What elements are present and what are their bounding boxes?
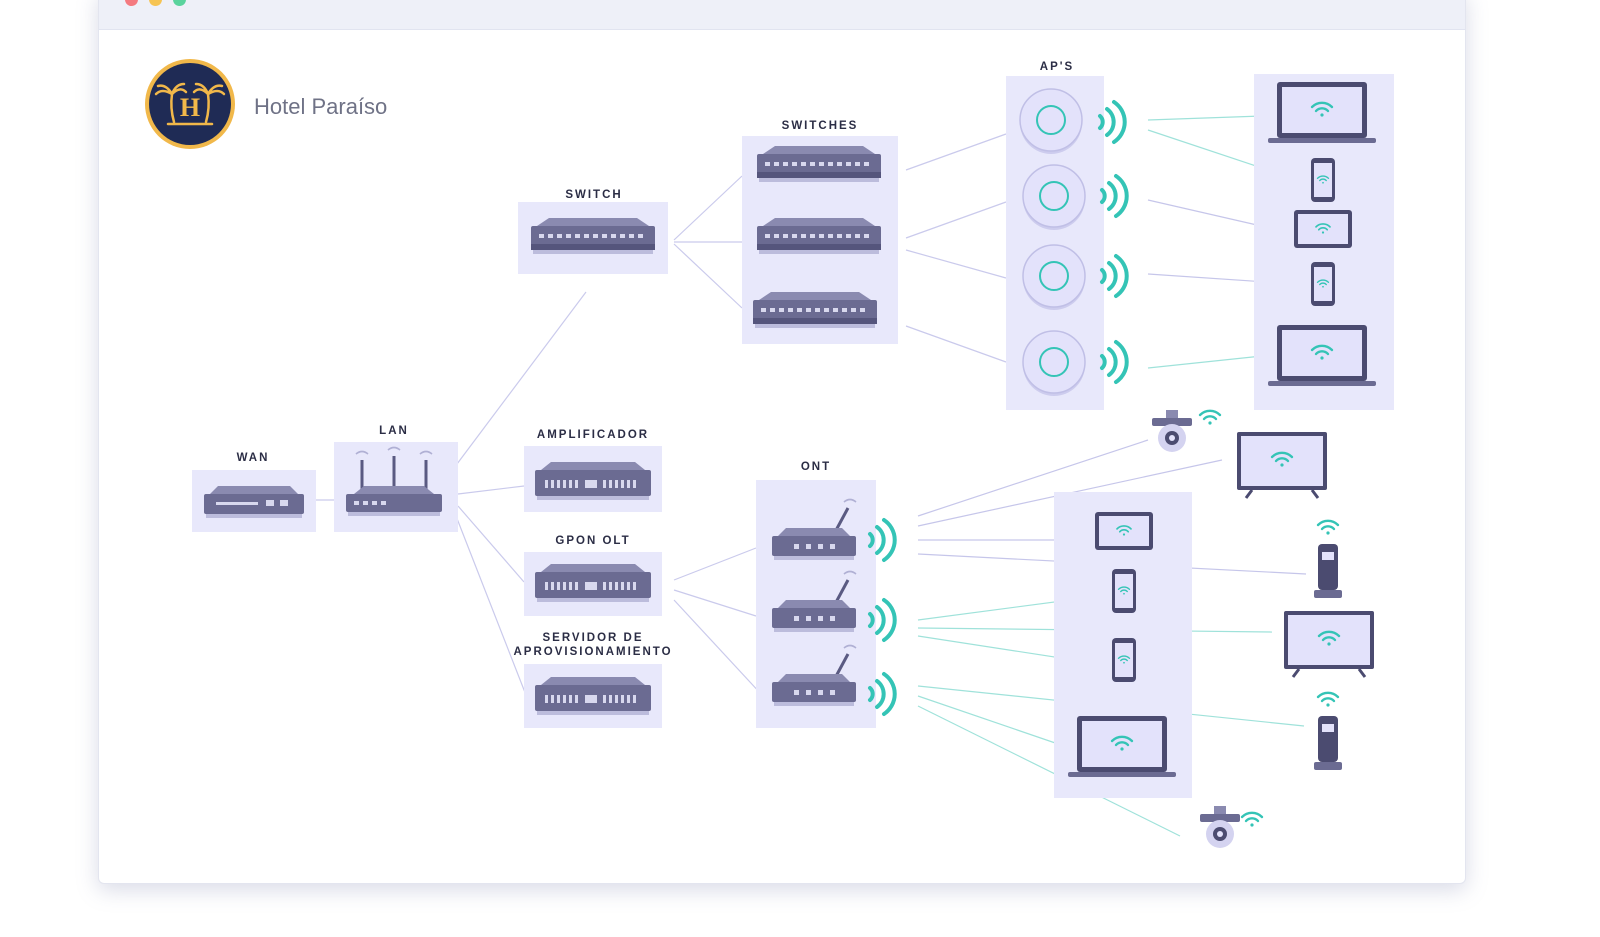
hotel-logo[interactable]: H	[145, 59, 235, 149]
ont-client-cordless-phone-icon	[1314, 544, 1342, 598]
ap-2-wireless-icon	[1100, 174, 1129, 218]
ont-client-camera-icon	[1200, 806, 1240, 848]
window-titlebar	[99, 0, 1465, 30]
amplifier-icon[interactable]	[535, 462, 651, 500]
label-wan: WAN	[236, 452, 270, 464]
access-point-4-icon[interactable]	[1022, 330, 1086, 397]
close-window-dot[interactable]	[125, 0, 138, 6]
wired-links	[316, 133, 1007, 696]
label-ont: ONT	[800, 461, 832, 473]
gpon-olt-icon[interactable]	[535, 564, 651, 602]
ont-client-tv-icon	[1237, 432, 1327, 498]
label-gpon-olt: GPON OLT	[555, 535, 631, 547]
core-switch-icon[interactable]	[531, 218, 655, 254]
label-switches: SWITCHES	[781, 120, 859, 132]
access-point-2-icon[interactable]	[1022, 164, 1086, 231]
cordless-wifi-icon	[1316, 691, 1340, 708]
ap-3-wireless-icon	[1100, 254, 1129, 298]
minimize-window-dot[interactable]	[149, 0, 162, 6]
ont-client-cordless-phone-icon	[1314, 716, 1342, 770]
ap-4-wireless-icon	[1100, 340, 1129, 384]
ont-client-tablet-icon	[1095, 512, 1153, 550]
label-aps: AP'S	[1039, 61, 1075, 73]
wan-modem-icon[interactable]	[204, 486, 304, 518]
ont-wireless-links	[917, 439, 1307, 837]
switch-2-icon[interactable]	[757, 218, 881, 254]
ont-client-tv-icon	[1284, 611, 1374, 677]
provisioning-server-icon[interactable]	[535, 677, 651, 715]
access-point-3-icon[interactable]	[1022, 244, 1086, 311]
label-servidor-line1: SERVIDOR DE	[542, 632, 644, 644]
access-point-1-icon[interactable]	[1019, 88, 1083, 155]
camera-wifi-icon	[1198, 409, 1222, 426]
maximize-window-dot[interactable]	[173, 0, 186, 6]
ont-client-phone-icon	[1112, 638, 1136, 682]
label-amplificador: AMPLIFICADOR	[536, 429, 650, 441]
switch-1-icon[interactable]	[757, 146, 881, 182]
ap-client-tablet-icon	[1294, 210, 1352, 248]
ap-client-laptop-icon	[1268, 82, 1376, 143]
ont-client-laptop-icon	[1068, 716, 1176, 777]
label-servidor-line2: APROVISIONAMIENTO	[513, 646, 673, 658]
ap-client-phone-icon	[1311, 158, 1335, 202]
ont-client-phone-icon	[1112, 569, 1136, 613]
ap-client-laptop-icon	[1268, 325, 1376, 386]
switch-3-icon[interactable]	[753, 292, 877, 328]
cordless-wifi-icon	[1316, 519, 1340, 536]
label-switch: SWITCH	[565, 189, 623, 201]
camera-wifi-icon	[1240, 811, 1264, 828]
ont-client-camera-icon	[1152, 410, 1192, 452]
brand-name: Hotel Paraíso	[254, 94, 388, 119]
logo-letter: H	[180, 93, 200, 122]
label-lan: LAN	[379, 425, 409, 437]
ap-client-phone-icon	[1311, 262, 1335, 306]
